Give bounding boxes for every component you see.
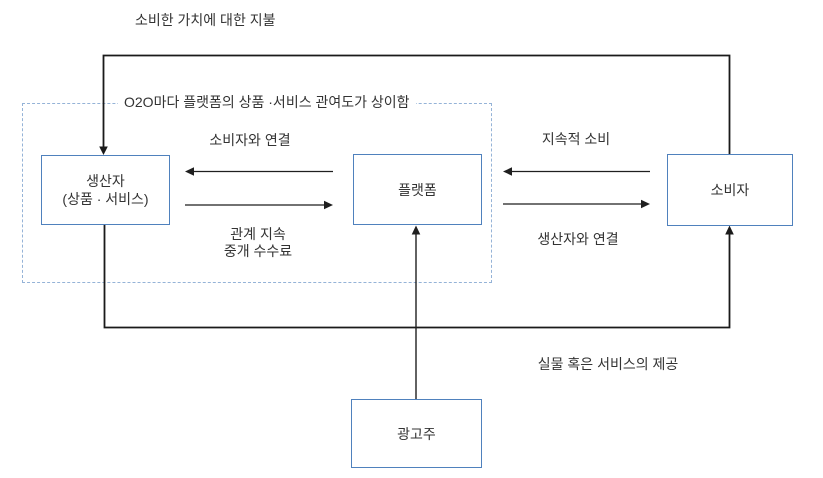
payment-flow-line: [102, 54, 731, 154]
consumer-to-platform-arrow: [503, 167, 650, 176]
relation-label-line1: 관계 지속: [230, 226, 286, 242]
relation-label-line2: 중개 수수료: [223, 243, 293, 259]
connect-consumer-label: 소비자와 연결: [209, 132, 291, 148]
provision-flow-line: [103, 225, 731, 329]
consumer-label: 소비자: [710, 182, 750, 198]
payment-label: 소비한 가치에 대한 지불: [135, 12, 276, 28]
continuous-consumption-label: 지속적 소비: [541, 131, 611, 147]
connect-producer-label: 생산자와 연결: [537, 231, 619, 247]
consumer-node: 소비자: [667, 154, 793, 226]
group-boundary-label: O2O마다 플랫폼의 상품 ·서비스 관여도가 상이함: [118, 94, 416, 111]
relation-fee-label: 관계 지속 중개 수수료: [224, 226, 292, 260]
arrowhead-right-icon: [324, 200, 333, 210]
advertiser-label: 광고주: [397, 425, 436, 442]
platform-node: 플랫폼: [353, 154, 482, 225]
platform-to-consumer-arrow: [503, 199, 650, 209]
arrowhead-up-icon: [411, 225, 421, 235]
producer-label-line2: (상품 · 서비스): [62, 191, 149, 207]
arrowhead-down-icon: [99, 146, 108, 155]
producer-label-line1: 생산자: [86, 173, 125, 189]
arrowhead-up-icon: [725, 225, 734, 235]
advertiser-to-platform-arrow: [411, 225, 421, 399]
arrowhead-right-icon: [641, 199, 650, 209]
platform-to-producer-arrow: [185, 167, 333, 176]
producer-to-platform-arrow: [185, 200, 333, 210]
platform-label: 플랫폼: [398, 181, 437, 198]
arrowhead-left-icon: [185, 167, 194, 176]
provision-label: 실물 혹은 서비스의 제공: [537, 356, 679, 372]
advertiser-node: 광고주: [351, 399, 482, 468]
payment-flow-consumer-to-producer: [99, 54, 731, 155]
producer-node: 생산자 (상품 · 서비스): [41, 155, 170, 225]
provision-flow-producer-to-consumer: [103, 225, 734, 329]
arrowhead-left-icon: [503, 167, 512, 176]
